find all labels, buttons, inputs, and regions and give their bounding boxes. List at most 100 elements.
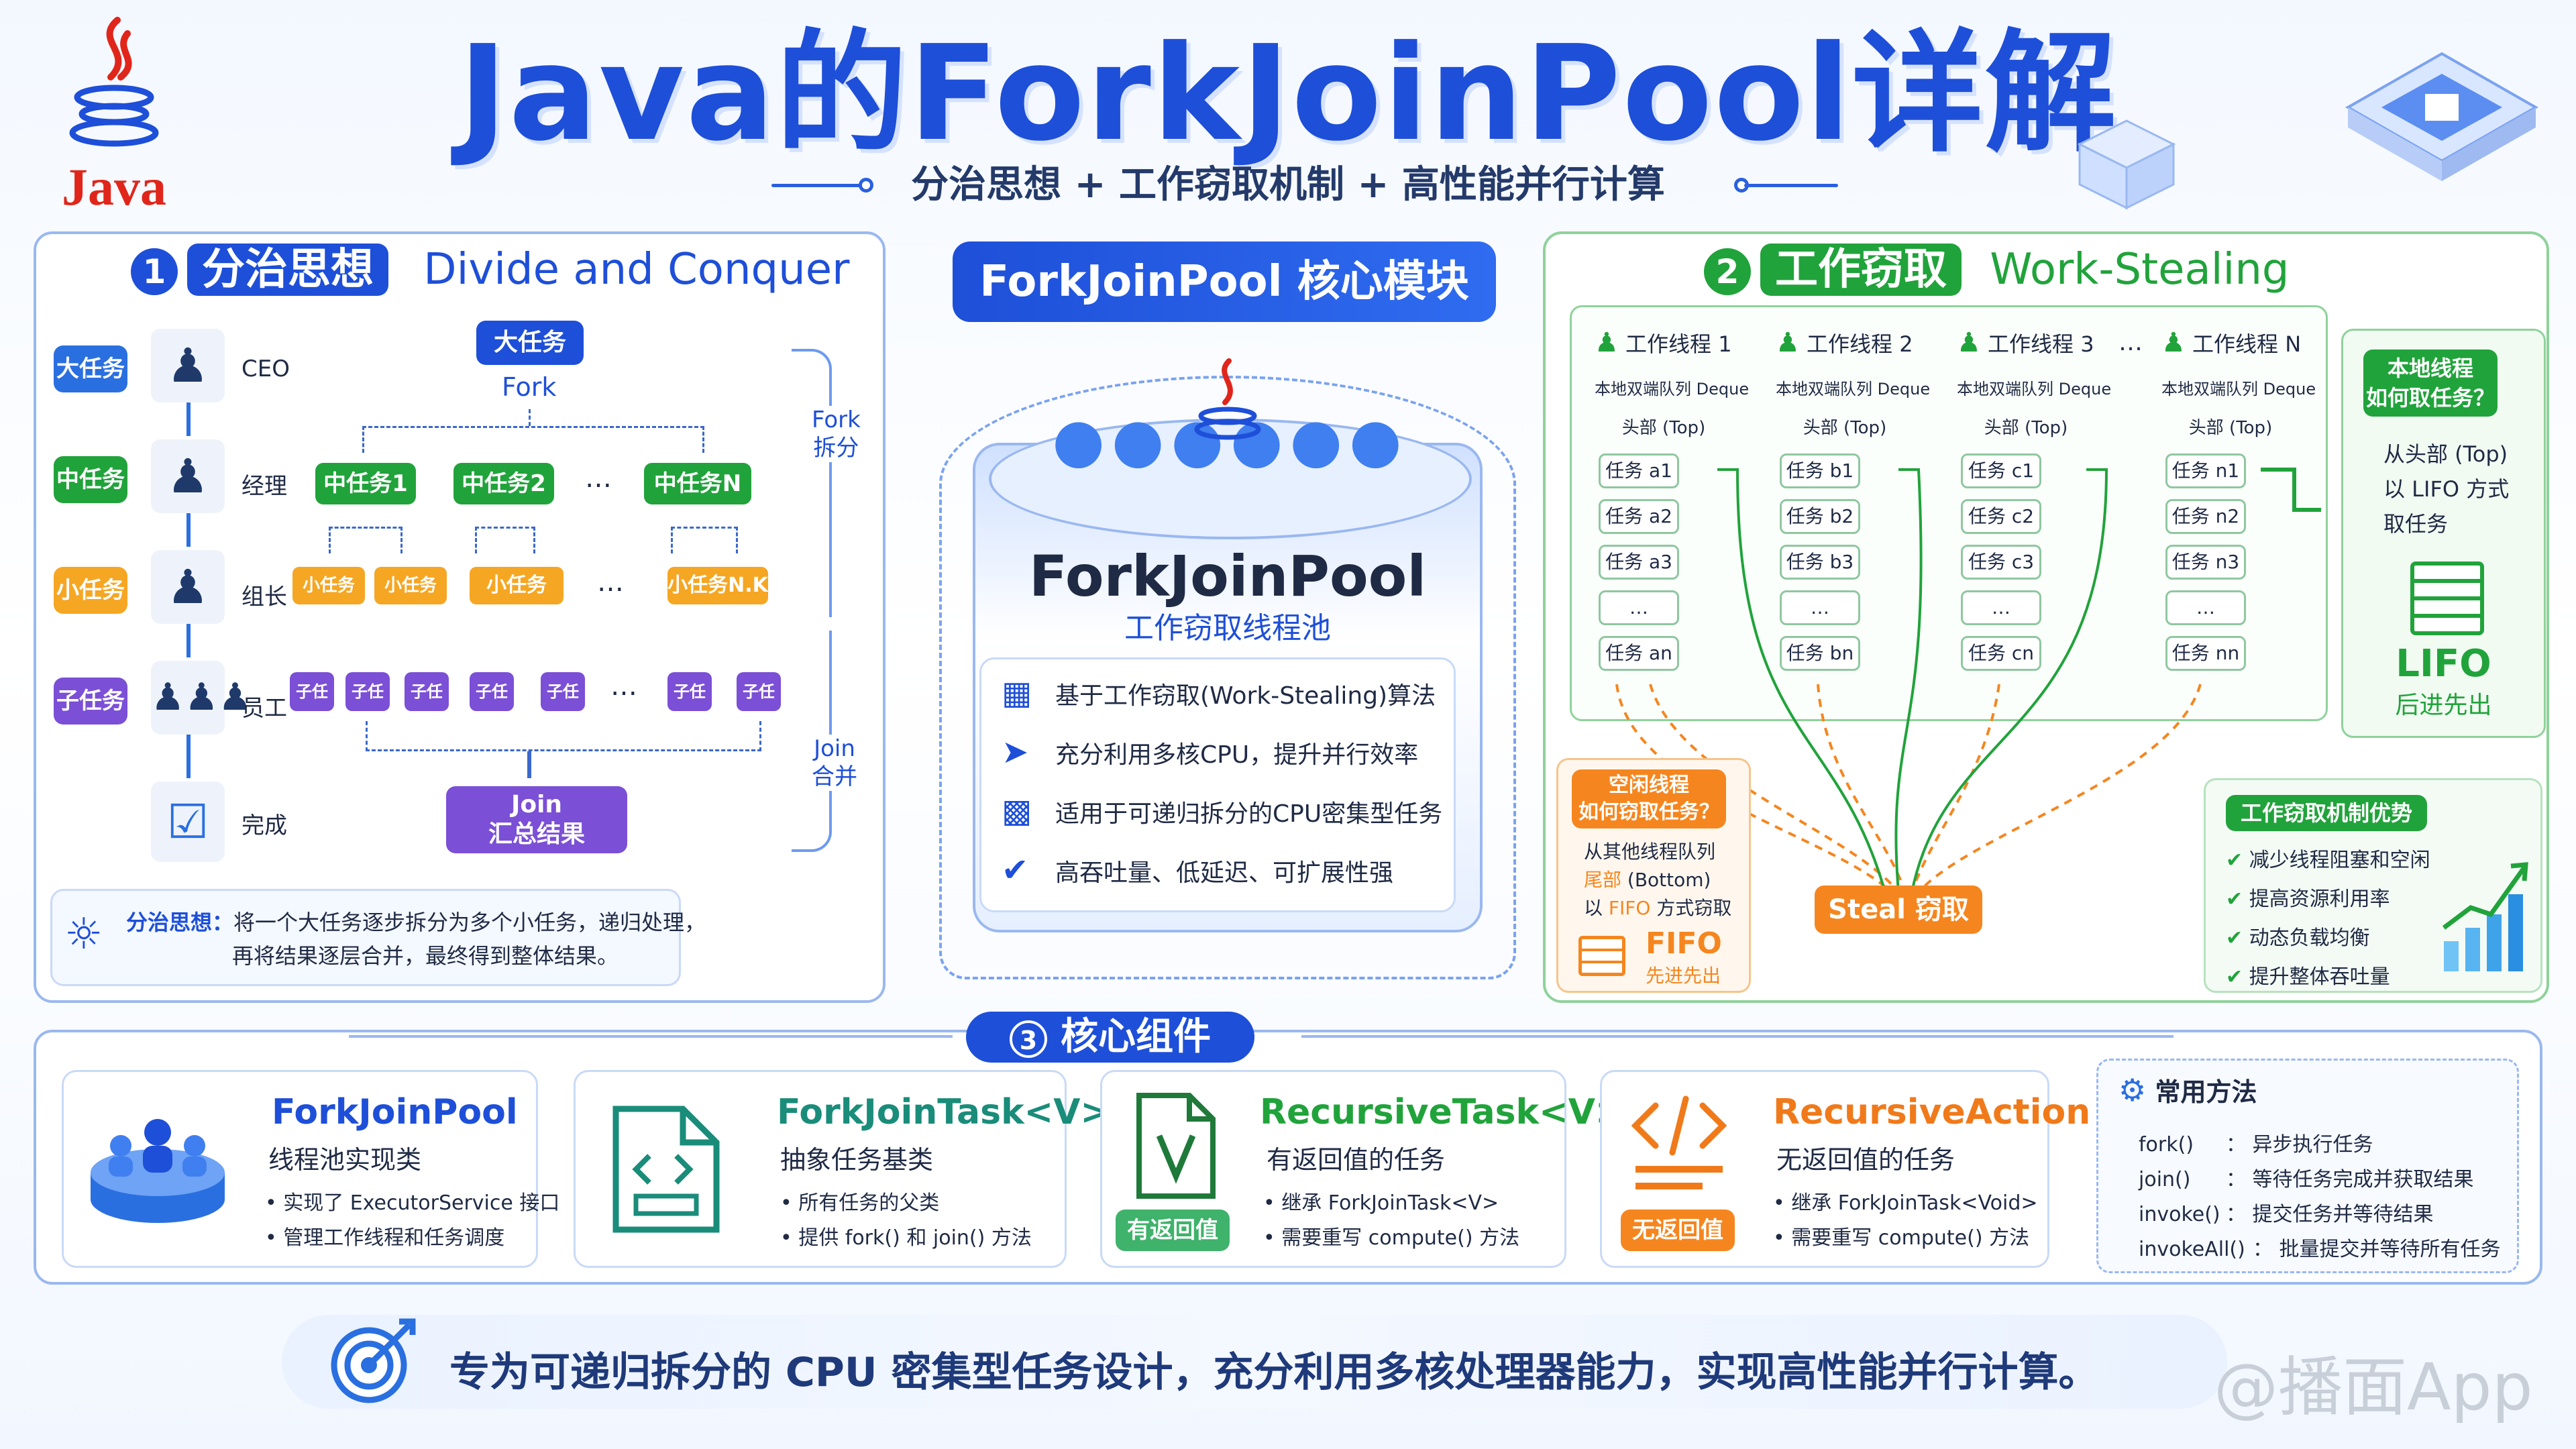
- components-title: 核心组件: [1061, 1015, 1211, 1059]
- side-join-label-1: Join: [814, 735, 855, 762]
- check-icon: ✔: [2226, 849, 2243, 872]
- method-4-name: invokeAll(): [2139, 1238, 2245, 1261]
- idle-thread-desc: 从其他线程队列 尾部 (Bottom) 以 FIFO 方式窃取: [1584, 838, 1749, 922]
- advantage-3-text: 动态负载均衡: [2249, 926, 2370, 950]
- side-fork-label-1: Fork: [812, 407, 861, 433]
- idle-thread-title-1: 空闲线程: [1609, 773, 1689, 797]
- role-label-staff: 员工: [241, 695, 287, 722]
- subtitle-dot-left: [859, 178, 873, 193]
- local-thread-desc-1: 从头部 (Top): [2383, 441, 2508, 467]
- side-join-label-2: 合并: [812, 763, 857, 790]
- local-thread-desc: 从头部 (Top) 以 LIFO 方式 取任务: [2383, 437, 2544, 541]
- thread-n-deque: 本地双端队列 Deque: [2161, 380, 2316, 398]
- component-3-bullet-1: • 继承 ForkJoinTask<V>: [1263, 1191, 1499, 1215]
- component-1-bullet-2-text: 管理工作线程和任务调度: [283, 1226, 505, 1250]
- code-file-svg: [612, 1106, 720, 1233]
- cube-icon: [2077, 119, 2176, 210]
- small-task-1-k: 小任务1.K: [374, 567, 447, 633]
- component-2-bullet-1: • 所有任务的父类: [780, 1191, 940, 1215]
- thread-2-item-1: 任务 b1: [1780, 453, 1860, 488]
- core-title: ForkJoinPool 核心模块: [953, 241, 1496, 322]
- method-1-desc: 异步执行任务: [2252, 1133, 2373, 1157]
- steal-title-zh: 工作窃取: [1760, 244, 1962, 296]
- thread-1: ♟ 工作线程 1 本地双端队列 Deque 头部 (Top) 任务 a1 任务 …: [1580, 315, 1749, 711]
- manager-avatar-icon: ♟: [151, 439, 225, 513]
- thread-2-header: ♟ 工作线程 2: [1761, 315, 1929, 358]
- worker-icon: ♟: [1776, 327, 1800, 358]
- core-feature-1-text: 基于工作窃取(Work-Stealing)算法: [1055, 682, 1436, 710]
- sub-task-3: 子任务: [405, 672, 449, 740]
- watermark: @播面App: [2214, 1350, 2533, 1425]
- section-number-3: 3: [1010, 1020, 1047, 1058]
- mid-task-2: 中任务2: [453, 463, 554, 504]
- lifo-label: LIFO: [2396, 642, 2491, 686]
- role-label-manager: 经理: [241, 473, 287, 500]
- fork-label: Fork: [502, 372, 557, 402]
- method-3-desc: 提交任务并等待结果: [2252, 1203, 2434, 1226]
- thread-2-item-5: 任务 bn: [1780, 636, 1860, 671]
- component-card-recursiveaction: 无返回值 RecursiveAction 无返回值的任务 • 继承 ForkJo…: [1600, 1070, 2090, 1268]
- thread-dots: …: [2118, 329, 2143, 356]
- divide-title-en: Divide and Conquer: [423, 245, 850, 294]
- divide-title-zh: 分治思想: [187, 244, 388, 296]
- role-label-done: 完成: [241, 812, 287, 839]
- component-4-bullet-2: • 需要重写 compute() 方法: [1773, 1226, 2030, 1250]
- idle-thread-title: 空闲线程 如何窃取任务？: [1572, 769, 1726, 828]
- tree-link-2b: [475, 527, 535, 553]
- thread-3-item-5: 任务 cn: [1961, 636, 2041, 671]
- idle-thread-desc-2: 尾部 (Bottom): [1584, 866, 1749, 894]
- mid-task-1: 中任务1: [315, 463, 416, 504]
- join-link: [366, 721, 761, 751]
- pool-name: ForkJoinPool: [1028, 543, 1427, 609]
- thread-2: ♟ 工作线程 2 本地双端队列 Deque 头部 (Top) 任务 b1 任务 …: [1761, 315, 1930, 711]
- local-thread-desc-3: 取任务: [2383, 511, 2449, 537]
- cpu-chip-icon: [2345, 52, 2539, 181]
- method-2-desc: 等待任务完成并获取结果: [2252, 1168, 2474, 1191]
- sub-ellipsis: …: [610, 671, 637, 702]
- role-tag-small: 小任务: [54, 567, 127, 614]
- divide-note-text: 分治思想：将一个大任务逐步拆分为多个小任务，递归处理， 再将结果逐层合并，最终得…: [126, 906, 706, 973]
- small-task-2-1: 小任务2.1: [470, 567, 564, 635]
- staff-avatar-icon: ♟♟♟: [151, 661, 252, 735]
- thread-1-item-5: 任务 an: [1599, 636, 1679, 671]
- page-title: Java的ForkJoinPool详解: [458, 17, 2118, 170]
- method-row-3: invoke()： 提交任务并等待结果: [2139, 1203, 2434, 1226]
- chip-icon: ▦: [1002, 674, 1032, 712]
- java-logo: Java: [54, 13, 174, 216]
- component-3-bullet-2: • 需要重写 compute() 方法: [1263, 1226, 1520, 1250]
- component-1-bullet-1: • 实现了 ExecutorService 接口: [265, 1191, 560, 1215]
- component-1-bullet-1-text: 实现了 ExecutorService 接口: [283, 1191, 560, 1215]
- gear-icon: ⚙: [2118, 1072, 2147, 1108]
- local-thread-desc-2: 以 LIFO 方式: [2383, 476, 2510, 502]
- component-2-bullet-2: • 提供 fork() 和 join() 方法: [780, 1226, 1032, 1250]
- mid-ellipsis: …: [585, 463, 612, 494]
- component-4-bullet-1-text: 继承 ForkJoinTask<Void>: [1791, 1191, 2038, 1215]
- code-tag-svg: [1631, 1095, 1727, 1189]
- component-2-title: ForkJoinTask<V>: [777, 1092, 1110, 1132]
- fifo-sub: 先进先出: [1646, 965, 1721, 987]
- join-result-label-2: 汇总结果: [488, 820, 585, 848]
- role-arrow-4: [186, 735, 191, 778]
- components-heading: 3 核心组件: [966, 1012, 1254, 1063]
- advantages-box: 工作窃取机制优势 ✔ 减少线程阻塞和空闲 ✔ 提高资源利用率 ✔ 动态负载均衡 …: [2204, 778, 2542, 993]
- page-subtitle: 分治思想 + 工作窃取机制 + 高性能并行计算: [911, 163, 1665, 207]
- footer-bar: [282, 1315, 2227, 1409]
- thread-n-header: ♟ 工作线程 N: [2147, 315, 2314, 358]
- worker-icon: ♟: [2161, 327, 2186, 358]
- component-1-sub: 线程池实现类: [268, 1145, 422, 1175]
- component-card-forkjointask: ForkJoinTask<V> 抽象任务基类 • 所有任务的父类 • 提供 fo…: [574, 1070, 1110, 1268]
- thread-1-head: 头部 (Top): [1621, 418, 1706, 438]
- lightbulb-icon: ☼: [64, 910, 103, 959]
- thread-3-head: 头部 (Top): [1984, 418, 2068, 438]
- value-file-svg: [1136, 1093, 1216, 1199]
- thread-2-item-3: 任务 b3: [1780, 545, 1860, 580]
- queue-icon: [1578, 936, 1625, 976]
- core-feature-4: ✔高吞吐量、低延迟、可扩展性强: [1002, 851, 1393, 889]
- thread-n-name: 工作线程 N: [2192, 331, 2302, 357]
- thread-3-item-3: 任务 c3: [1961, 545, 2041, 580]
- role-label-ceo: CEO: [241, 356, 290, 382]
- big-task-box: 大任务: [476, 321, 584, 365]
- idle-thread-desc-3: 以 FIFO 方式窃取: [1584, 894, 1749, 922]
- small-ellipsis: …: [597, 567, 624, 598]
